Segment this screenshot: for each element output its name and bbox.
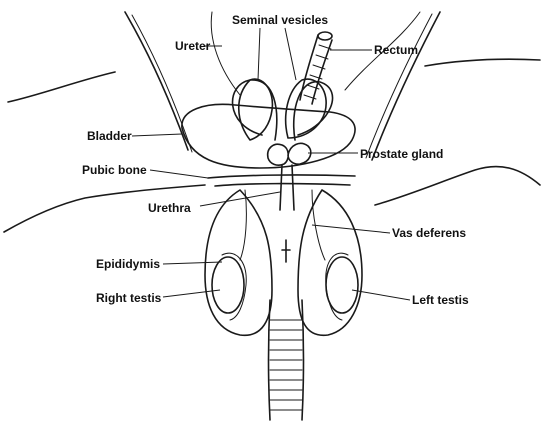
leader-pubic-bone [150,170,208,178]
label-seminal-vesicles: Seminal vesicles [232,13,328,27]
testis-right-shape [212,257,244,313]
label-epididymis: Epididymis [96,257,160,271]
label-ureter: Ureter [175,39,211,53]
epididymis-left-shape [326,253,348,320]
prostate-gland [268,143,311,165]
torso-left-edge [125,12,188,150]
penis-rings [270,320,302,410]
right-thigh-outline [375,59,540,205]
leader-epididymis [163,262,222,264]
label-bladder: Bladder [87,129,132,143]
midline-mark [282,240,290,262]
label-rectum: Rectum [374,43,418,57]
label-vas-deferens: Vas deferens [392,226,466,240]
rectum-tube [300,35,332,104]
leader-bladder [132,134,182,136]
rectum-opening [318,32,332,40]
label-left-testis: Left testis [412,293,469,307]
urethra-tube [280,165,294,210]
label-urethra: Urethra [148,201,191,215]
label-prostate-gland: Prostate gland [360,147,443,161]
leader-vas-deferens [312,225,390,233]
testis-left-shape [326,257,358,313]
torso-right-edge [372,12,440,160]
leader-right-testis [163,290,220,297]
vas-deferens-left [240,190,246,260]
label-pubic-bone: Pubic bone [82,163,147,177]
seminal-vesicle-left [239,79,273,140]
leader-seminal-vesicles [258,28,296,80]
seminal-vesicle-right [286,79,326,138]
leader-urethra [200,192,280,206]
label-right-testis: Right testis [96,291,162,305]
